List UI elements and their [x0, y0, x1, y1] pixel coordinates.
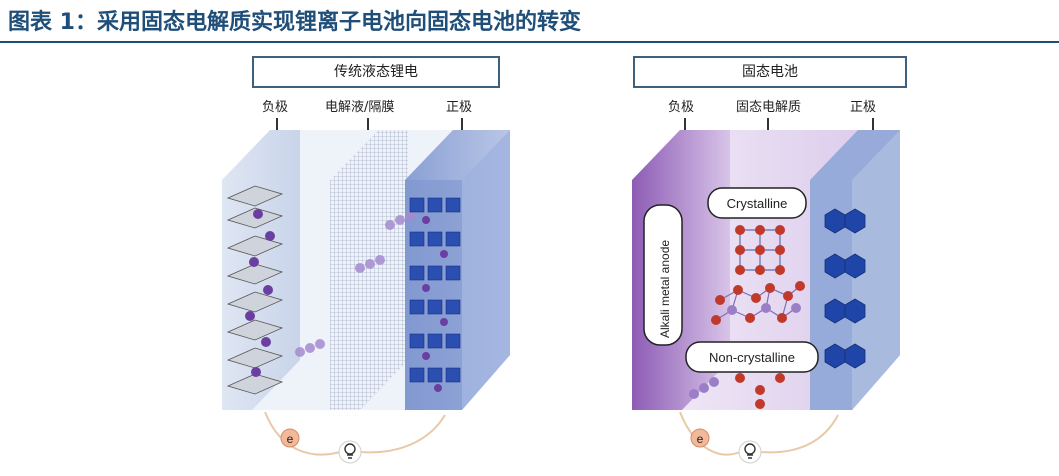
right-label-electrolyte: 固态电解质 — [736, 100, 802, 115]
crystalline-lattice — [735, 225, 785, 275]
lithium-ions-anode — [245, 209, 275, 377]
right-electron-symbol: e — [697, 432, 704, 446]
left-panel-title: 传统液态锂电 — [252, 56, 500, 88]
left-label-anode: 负极 — [262, 100, 289, 115]
non-crystalline-network — [689, 281, 805, 409]
right-panel-title: 固态电池 — [633, 56, 907, 88]
title-underline — [0, 41, 1059, 43]
non-crystalline-label: Non-crystalline — [709, 350, 795, 365]
cathode-hex-stack — [824, 208, 866, 369]
crystalline-label: Crystalline — [727, 196, 788, 211]
left-electron-symbol: e — [287, 432, 294, 446]
migrating-ions — [295, 211, 415, 357]
cathode-lattice — [409, 197, 461, 383]
lightbulb-icon — [744, 443, 756, 459]
separator-mesh — [330, 130, 408, 410]
lithium-ions-cathode — [422, 216, 448, 392]
left-label-electrolyte: 电解液/隔膜 — [325, 100, 395, 115]
anode-annotation: Alkali metal anode — [658, 240, 672, 338]
solid-state-battery-diagram: Alkali metal anode Crystalline — [632, 130, 900, 464]
right-label-anode: 负极 — [668, 100, 695, 115]
figure-title: 图表 1：采用固态电解质实现锂离子电池向固态电池的转变 — [8, 10, 581, 35]
lightbulb-icon — [344, 443, 356, 459]
left-label-cathode: 正极 — [446, 100, 473, 115]
right-label-cathode: 正极 — [850, 100, 877, 115]
liquid-battery-diagram: e — [222, 130, 510, 464]
